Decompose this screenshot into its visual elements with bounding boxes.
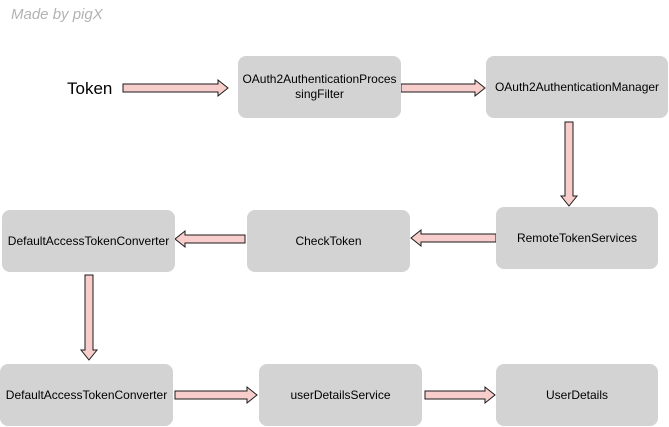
arrow-service-to-userdetails (424, 385, 496, 405)
node-default-access-token-converter-bottom: DefaultAccessTokenConverter (0, 364, 173, 426)
node-user-details-service: userDetailsService (259, 364, 422, 426)
node-check-token: CheckToken (247, 210, 410, 272)
node-label: OAuth2AuthenticationProcessingFilter (242, 72, 397, 101)
arrow-filter-to-manager (400, 78, 486, 98)
node-oauth2-processing-filter: OAuth2AuthenticationProcessingFilter (238, 56, 401, 118)
node-label: UserDetails (545, 387, 608, 402)
arrow-converter-to-service (174, 385, 258, 405)
node-label: OAuth2AuthenticationManager (494, 79, 660, 94)
node-default-access-token-converter-top: DefaultAccessTokenConverter (2, 210, 175, 272)
node-label: userDetailsService (290, 387, 391, 402)
node-oauth2-authentication-manager: OAuth2AuthenticationManager (486, 56, 668, 118)
node-label: RemoteTokenServices (516, 230, 638, 245)
arrow-converter-down (79, 274, 99, 361)
watermark: Made by pigX (11, 6, 103, 23)
arrow-manager-to-remote (559, 121, 579, 207)
arrow-token-to-filter (122, 78, 229, 98)
arrow-remote-to-checktoken (410, 228, 497, 248)
node-user-details: UserDetails (496, 364, 658, 426)
token-label: Token (67, 79, 113, 98)
arrow-checktoken-to-converter (174, 229, 246, 249)
node-label: DefaultAccessTokenConverter (7, 233, 170, 248)
node-label: DefaultAccessTokenConverter (5, 387, 168, 402)
node-label: CheckToken (295, 233, 362, 248)
node-remote-token-services: RemoteTokenServices (496, 207, 658, 269)
